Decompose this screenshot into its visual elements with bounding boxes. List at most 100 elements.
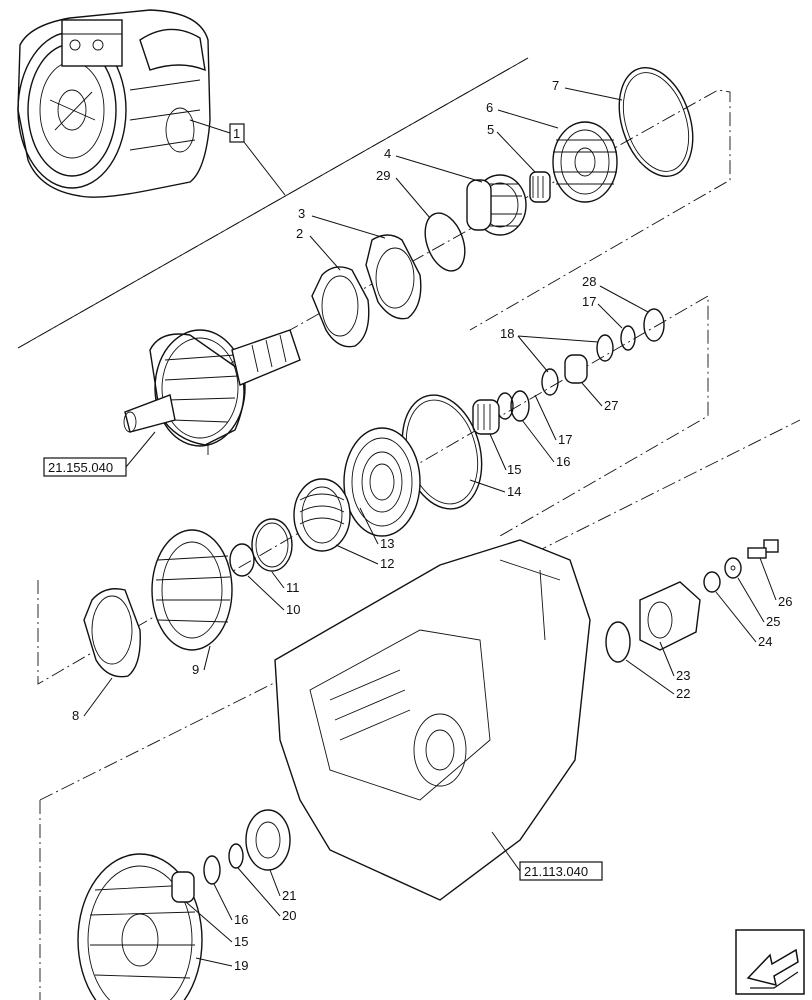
callout-10: 10 (247, 575, 300, 617)
svg-text:2: 2 (296, 226, 303, 241)
svg-text:6: 6 (486, 100, 493, 115)
part-5-needle-bearing (529, 171, 551, 203)
callout-17a: 17 (534, 394, 572, 447)
part-20-ring (228, 843, 244, 869)
transmission-assembly (17, 9, 211, 198)
callout-4: 4 (384, 146, 483, 183)
callout-3: 3 (298, 206, 386, 239)
callout-26: 26 (759, 557, 792, 609)
svg-text:24: 24 (758, 634, 772, 649)
part-8-plate (83, 588, 141, 678)
arrow-back-icon[interactable] (735, 929, 805, 995)
part-24-oring (703, 571, 721, 593)
callout-11: 11 (271, 571, 300, 595)
part-12-spring-pack (293, 478, 351, 552)
callout-8: 8 (72, 677, 113, 723)
part-3-plate (365, 234, 422, 320)
callout-9: 9 (192, 645, 211, 677)
svg-text:23: 23 (676, 668, 690, 683)
svg-text:22: 22 (676, 686, 690, 701)
callout-29: 29 (376, 168, 431, 219)
part-10-clip (229, 543, 255, 577)
svg-text:8: 8 (72, 708, 79, 723)
svg-text:16: 16 (234, 912, 248, 927)
callout-16a: 16 (521, 419, 570, 469)
part-18-rings (541, 334, 614, 396)
svg-text:21.113.040: 21.113.040 (524, 864, 588, 879)
callout-22: 22 (625, 659, 690, 701)
callout-16b: 16 (213, 883, 248, 927)
svg-text:21: 21 (282, 888, 296, 903)
callout-7: 7 (552, 78, 623, 101)
callout-6: 6 (486, 100, 559, 129)
callout-20: 20 (237, 867, 296, 923)
svg-text:12: 12 (380, 556, 394, 571)
callout-28: 28 (582, 274, 649, 313)
part-15b-bearing (171, 871, 195, 903)
part-25-washer (724, 557, 742, 579)
svg-text:15: 15 (507, 462, 521, 477)
callout-13: 13 (359, 507, 394, 551)
svg-text:13: 13 (380, 536, 394, 551)
input-shaft-drum (123, 329, 301, 447)
callout-12: 12 (335, 544, 394, 571)
part-9-clutch-drum (151, 529, 233, 651)
svg-text:17: 17 (582, 294, 596, 309)
callout-25: 25 (737, 577, 780, 629)
svg-text:19: 19 (234, 958, 248, 973)
part-17b-ring (620, 325, 636, 351)
svg-text:1: 1 (233, 126, 240, 141)
callout-14: 14 (469, 479, 521, 499)
part-15a-bearing (472, 399, 500, 435)
reference-housing[interactable]: 21.113.040 (491, 831, 603, 881)
callout-17b: 17 (582, 294, 623, 329)
part-16b-washer (203, 855, 221, 885)
callout-27: 27 (581, 382, 618, 413)
part-28-ring (643, 308, 665, 342)
part-11-snap-ring (251, 518, 293, 572)
svg-text:27: 27 (604, 398, 618, 413)
callout-21: 21 (269, 869, 296, 903)
svg-text:25: 25 (766, 614, 780, 629)
svg-text:5: 5 (487, 122, 494, 137)
part-16a-washer (510, 390, 530, 422)
svg-text:26: 26 (778, 594, 792, 609)
svg-text:17: 17 (558, 432, 572, 447)
part-13-piston (343, 427, 421, 537)
svg-text:29: 29 (376, 168, 390, 183)
callout-23: 23 (659, 641, 690, 683)
callout-5: 5 (487, 122, 536, 173)
svg-text:10: 10 (286, 602, 300, 617)
part-2-plate (311, 266, 370, 348)
callout-15a: 15 (489, 433, 521, 477)
svg-text:15: 15 (234, 934, 248, 949)
callout-2: 2 (296, 226, 341, 271)
part-23-yoke (639, 581, 701, 651)
part-27-bushing (564, 354, 588, 384)
svg-text:18: 18 (500, 326, 514, 341)
svg-text:3: 3 (298, 206, 305, 221)
part-7-snap-ring (618, 67, 694, 177)
svg-text:9: 9 (192, 662, 199, 677)
part-4-synchro-hub (466, 174, 527, 236)
svg-text:21.155.040: 21.155.040 (48, 460, 113, 475)
svg-text:11: 11 (286, 580, 300, 595)
svg-text:20: 20 (282, 908, 296, 923)
centerline-group (17, 57, 801, 1000)
callout-1: 1 (189, 119, 286, 196)
callout-24: 24 (715, 591, 772, 649)
reference-input-shaft[interactable]: 21.155.040 (43, 431, 156, 477)
part-26-bolt (747, 539, 779, 559)
svg-text:7: 7 (552, 78, 559, 93)
callout-19: 19 (195, 957, 248, 973)
svg-text:14: 14 (507, 484, 521, 499)
svg-text:16: 16 (556, 454, 570, 469)
part-29-snap-ring (424, 212, 466, 272)
svg-text:28: 28 (582, 274, 596, 289)
transmission-housing (274, 539, 591, 901)
svg-text:4: 4 (384, 146, 391, 161)
part-21-bearing (245, 809, 291, 871)
callout-15b: 15 (185, 901, 248, 949)
part-6-gear (552, 121, 618, 203)
